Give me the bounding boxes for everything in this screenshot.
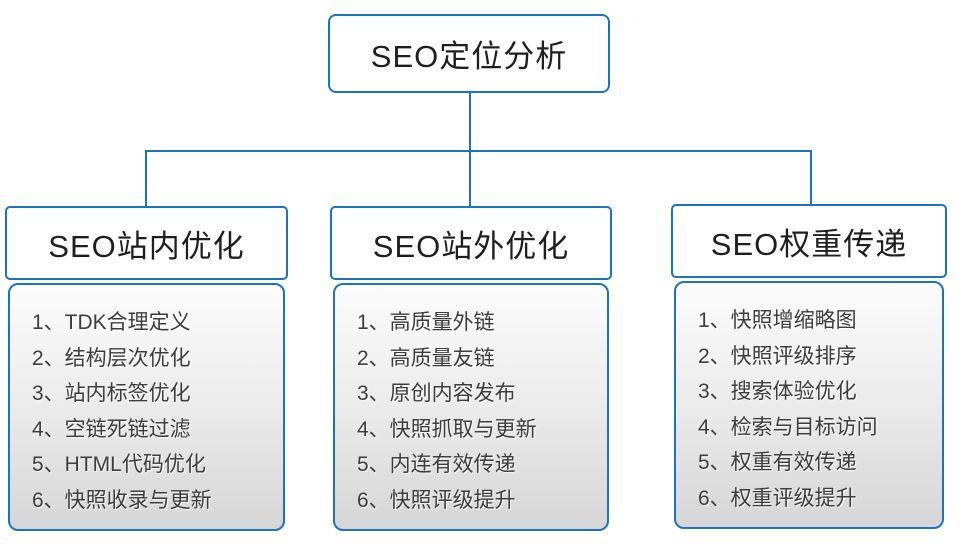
list-item: 5、内连有效传递 <box>357 453 516 476</box>
branch-onsite-title: SEO站内优化 <box>48 228 245 264</box>
branch-offsite-header: SEO站外优化 <box>330 206 612 280</box>
list-item: 6、快照收录与更新 <box>32 488 212 512</box>
connector-horizontal-bar <box>145 150 812 152</box>
list-item: 1、高质量外链 <box>357 311 495 334</box>
list-item: 3、站内标签优化 <box>32 382 191 405</box>
branch-onsite: SEO站内优化 1、TDK合理定义 2、结构层次优化 3、站内标签优化 4、空链… <box>5 206 288 536</box>
list-item: 2、结构层次优化 <box>32 346 191 370</box>
list-item: 1、快照增缩略图 <box>698 309 857 332</box>
root-node-label: SEO定位分析 <box>370 39 568 74</box>
list-item: 3、搜索体验优化 <box>698 380 857 403</box>
branch-offsite: SEO站外优化 1、高质量外链 2、高质量友链 3、原创内容发布 4、快照抓取与… <box>330 206 612 536</box>
root-node: SEO定位分析 <box>328 14 610 93</box>
branch-weight: SEO权重传递 1、快照增缩略图 2、快照评级排序 3、搜索体验优化 4、检索与… <box>671 204 947 534</box>
branch-weight-header: SEO权重传递 <box>671 204 947 278</box>
list-item: 2、高质量友链 <box>357 346 495 370</box>
list-item: 4、空链死链过滤 <box>32 417 191 441</box>
list-item: 2、快照评级排序 <box>698 344 857 368</box>
list-item: 5、HTML代码优化 <box>32 453 206 476</box>
list-item: 5、权重有效传递 <box>698 451 857 474</box>
connector-right-drop <box>810 150 812 206</box>
list-item: 1、TDK合理定义 <box>32 311 191 334</box>
branch-weight-title: SEO权重传递 <box>710 226 908 262</box>
branch-offsite-title: SEO站外优化 <box>372 228 570 264</box>
list-item: 4、检索与目标访问 <box>698 415 878 439</box>
list-item: 4、快照抓取与更新 <box>357 417 537 441</box>
branch-onsite-list: 1、TDK合理定义 2、结构层次优化 3、站内标签优化 4、空链死链过滤 5、H… <box>8 283 285 531</box>
list-item: 3、原创内容发布 <box>357 382 516 405</box>
branch-onsite-header: SEO站内优化 <box>5 206 288 280</box>
connector-left-drop <box>145 150 147 208</box>
list-item: 6、权重评级提升 <box>698 486 857 510</box>
branch-offsite-list: 1、高质量外链 2、高质量友链 3、原创内容发布 4、快照抓取与更新 5、内连有… <box>333 283 609 531</box>
branch-weight-list: 1、快照增缩略图 2、快照评级排序 3、搜索体验优化 4、检索与目标访问 5、权… <box>674 281 944 529</box>
list-item: 6、快照评级提升 <box>357 488 516 512</box>
